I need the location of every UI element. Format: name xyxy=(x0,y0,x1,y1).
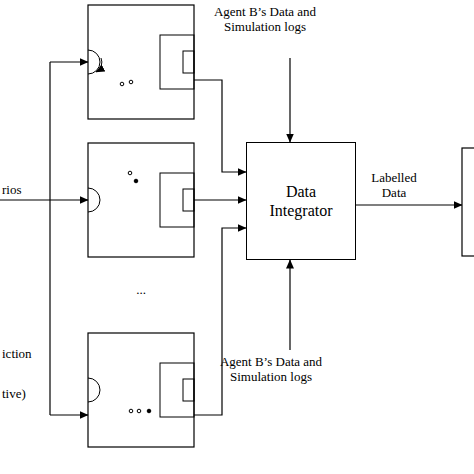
input-label: tive) xyxy=(2,386,42,401)
soccer-field xyxy=(88,5,194,119)
input-label: iction xyxy=(2,346,48,361)
soccer-field xyxy=(88,333,194,447)
flow-lines xyxy=(0,58,462,415)
flow-label: Labelled Data xyxy=(360,170,428,200)
soccer-field xyxy=(88,143,194,257)
cropped-box xyxy=(462,148,474,256)
flow-note: Agent B’s Data and Simulation logs xyxy=(206,4,324,34)
input-label: rios xyxy=(2,182,42,197)
box-text: Data Integrator xyxy=(247,182,355,220)
ellipsis: ... xyxy=(118,282,164,297)
process-box: Data Integrator xyxy=(246,142,356,260)
flow-note: Agent B’s Data and Simulation logs xyxy=(212,354,330,384)
